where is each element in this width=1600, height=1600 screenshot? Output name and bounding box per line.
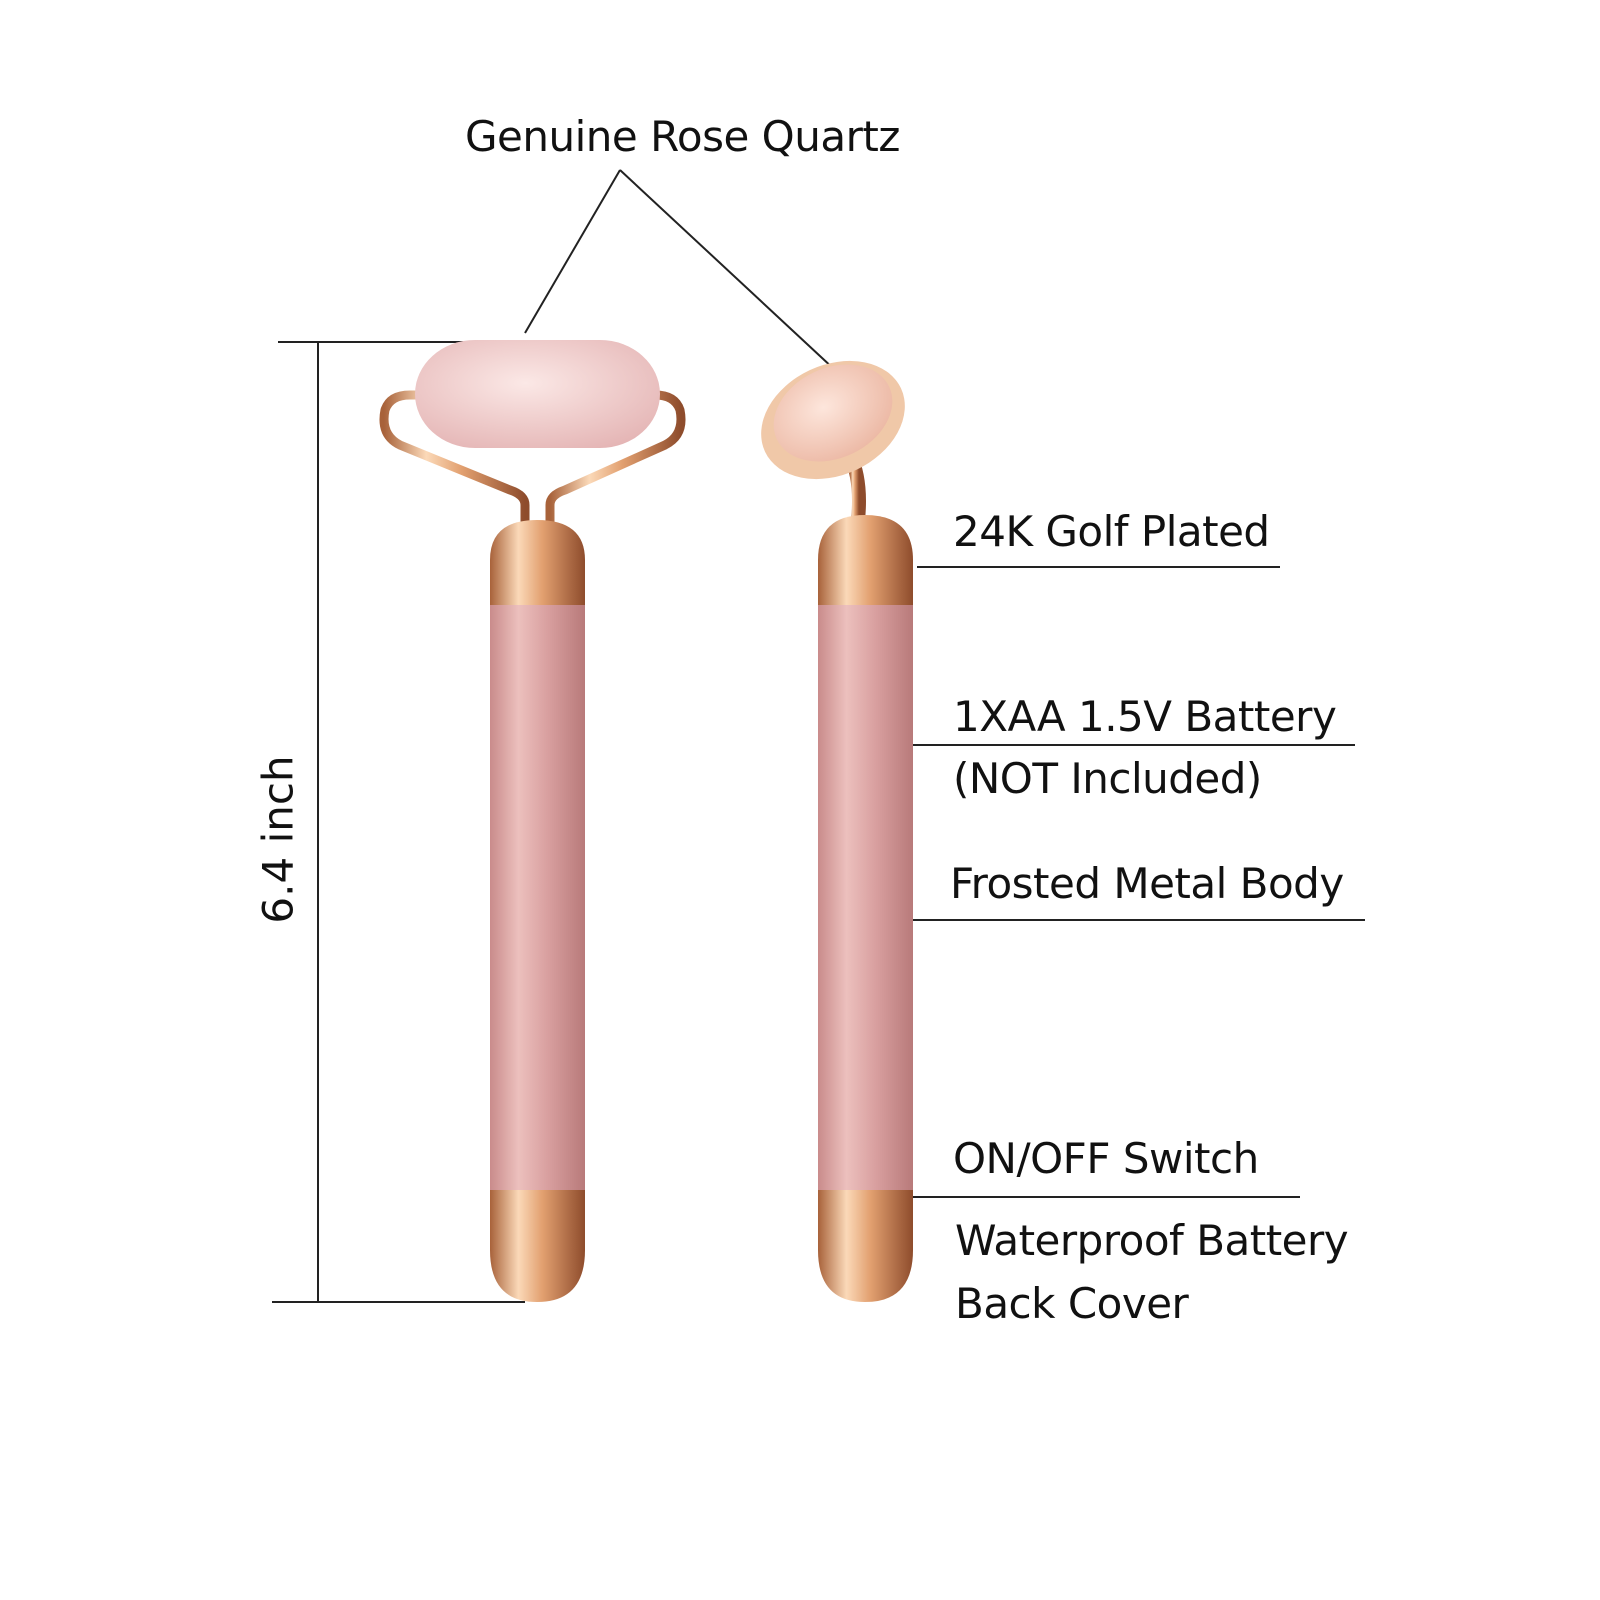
leader-lines (272, 169, 1365, 1303)
roller-left (379, 340, 686, 1302)
label-waterproof-cover: Waterproof Battery (955, 1216, 1349, 1265)
roller-right (761, 360, 913, 1302)
label-genuine-rose-quartz: Genuine Rose Quartz (465, 112, 900, 161)
label-back-cover: Back Cover (955, 1279, 1189, 1328)
label-switch: ON/OFF Switch (953, 1134, 1259, 1183)
label-battery: 1XAA 1.5V Battery (953, 692, 1337, 741)
label-battery-note: (NOT Included) (953, 754, 1262, 803)
label-frosted-body: Frosted Metal Body (950, 859, 1344, 908)
label-gold-plated: 24K Golf Plated (953, 507, 1270, 556)
label-height: 6.4 inch (253, 755, 303, 924)
